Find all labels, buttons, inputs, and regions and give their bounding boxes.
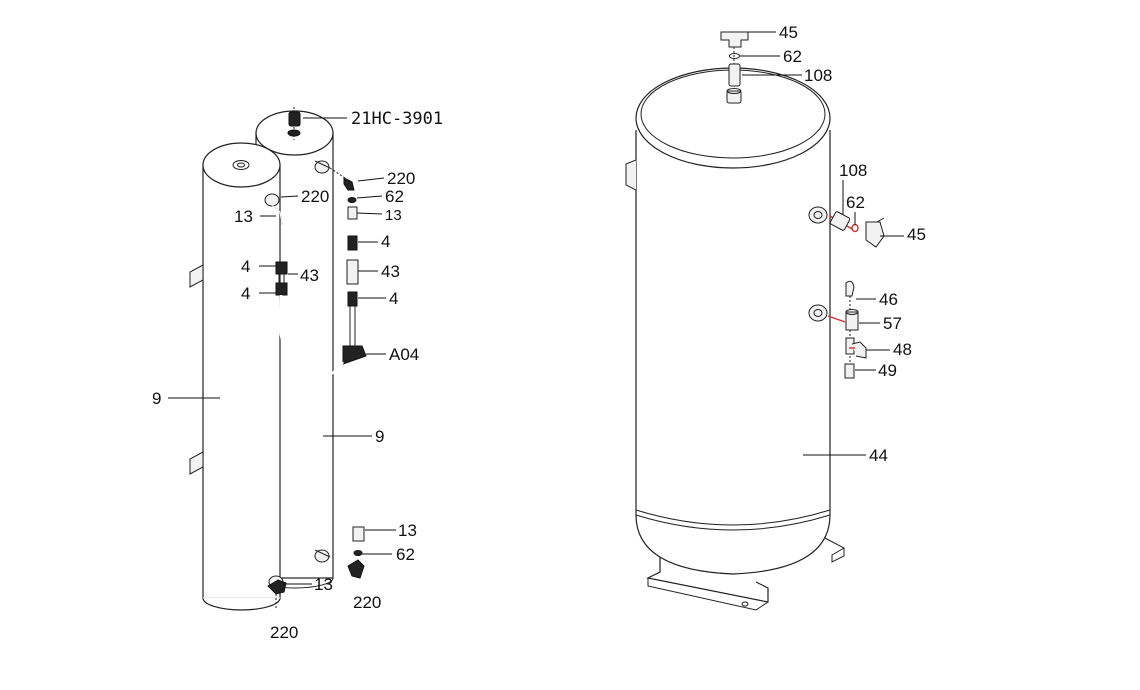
tank-side-bracket (625, 159, 637, 191)
upper-ports (264, 160, 346, 207)
label-45-top: 45 (779, 23, 798, 42)
label-4-right-top: 4 (381, 232, 390, 251)
right-labels: 45 62 108 108 62 45 46 57 48 49 44 (779, 23, 926, 465)
label-46: 46 (879, 290, 898, 309)
side-fittings-upper (808, 206, 885, 248)
label-13-upper-right: 13 (385, 207, 402, 224)
label-a04: A04 (389, 345, 419, 364)
label-62-side: 62 (846, 193, 865, 212)
label-4-right-bottom: 4 (389, 289, 398, 308)
tank-44 (635, 67, 831, 575)
label-220-lower-right: 220 (353, 593, 381, 612)
label-220-upper-left: 220 (301, 187, 329, 206)
left-assembly: 21HC-3901 220 220 62 13 13 4 43 4 4 43 4… (152, 107, 443, 642)
label-13-lower-right: 13 (398, 521, 417, 540)
left-leader-lines (168, 117, 396, 585)
label-48: 48 (893, 340, 912, 359)
label-21hc-3901: 21HC-3901 (351, 109, 443, 129)
top-fitting (287, 107, 301, 140)
label-9-left: 9 (152, 389, 161, 408)
label-9-right: 9 (375, 427, 384, 446)
side-fittings-lower (808, 280, 867, 379)
top-fittings (720, 31, 749, 104)
label-43-coupling: 43 (381, 262, 400, 281)
label-13-upper-left: 13 (234, 207, 253, 226)
label-57: 57 (883, 314, 902, 333)
label-4-left-bottom: 4 (241, 284, 250, 303)
hose-assembly (271, 204, 345, 382)
label-108-side: 108 (839, 161, 867, 180)
label-45-side: 45 (907, 225, 926, 244)
label-62-lower: 62 (396, 545, 415, 564)
tank-front (202, 142, 281, 611)
label-44: 44 (869, 446, 888, 465)
label-49: 49 (878, 361, 897, 380)
label-13-lower-left: 13 (314, 575, 333, 594)
label-62-top: 62 (783, 47, 802, 66)
tank-stand (646, 536, 846, 611)
label-62-upper: 62 (385, 187, 404, 206)
upper-right-fittings (342, 177, 367, 365)
label-220-lower-left: 220 (270, 623, 298, 642)
label-108-top: 108 (804, 66, 832, 85)
left-labels: 21HC-3901 220 220 62 13 13 4 43 4 4 43 4… (152, 109, 443, 642)
label-4-left-top: 4 (241, 257, 250, 276)
lower-fittings (267, 526, 365, 610)
label-43-hose: 43 (300, 266, 319, 285)
mounting-brackets (189, 264, 204, 475)
label-220-upper-right: 220 (387, 169, 415, 188)
right-assembly: 45 62 108 108 62 45 46 57 48 49 44 (625, 23, 926, 611)
right-leader-lines (740, 31, 904, 456)
